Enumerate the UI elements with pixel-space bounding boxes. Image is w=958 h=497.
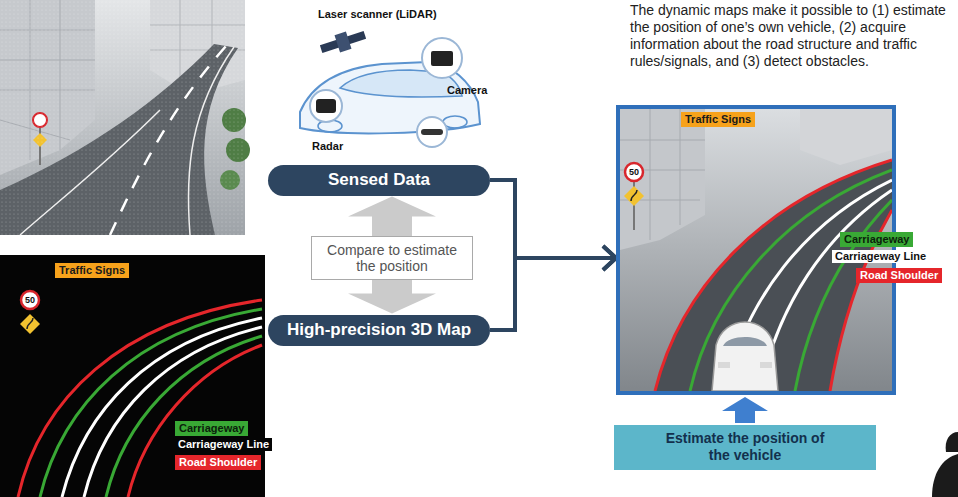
node-text: Traffic Signs [59, 264, 125, 277]
data-flow-arrow [490, 180, 616, 258]
node-text: Carriageway [844, 233, 909, 246]
speed-limit-number: 50 [625, 166, 643, 178]
road-shoulder-tag: Road Shoulder [856, 268, 942, 283]
data-flow-arrow [490, 258, 616, 330]
road-view-panel: Carriageway LineTraffic SignsCarriageway… [616, 105, 896, 395]
node-text: Road Shoulder [860, 269, 938, 282]
node-text: Traffic Signs [685, 113, 751, 126]
hd-map-panel: Carriageway LineTraffic SignsCarriageway… [0, 255, 265, 497]
compare-arrow [348, 197, 436, 237]
node-text: Sensed Data [328, 170, 430, 190]
traffic-sign-tag: Traffic Signs [681, 112, 755, 127]
line-label: Carriageway Line [175, 438, 272, 451]
sensor-label: Laser scanner (LiDAR) [318, 8, 437, 21]
lidar-photo [0, 0, 250, 235]
estimate-box: Estimate the position of the vehicle [614, 425, 876, 470]
sensed-data-pill: Sensed Data [268, 165, 490, 196]
hd-map-pill: High-precision 3D Map [268, 315, 490, 346]
sensor-label: Camera [447, 84, 487, 97]
carriageway-tag: Carriageway [840, 232, 913, 247]
node-text: Road Shoulder [179, 456, 257, 469]
sensor-label: Radar [312, 140, 343, 153]
compare-arrow [348, 280, 436, 314]
road-shoulder-tag: Road Shoulder [175, 455, 261, 470]
description-text: The dynamic maps make it possible to (1)… [630, 2, 952, 70]
traffic-sign-tag: Traffic Signs [55, 263, 129, 278]
position-arrow [722, 397, 768, 423]
compare-box: Compare to estimate the position [311, 236, 473, 280]
node-text: Estimate the position of the vehicle [658, 430, 833, 464]
node-text: Compare to estimate the position [317, 242, 467, 274]
node-text: Carriageway [179, 422, 244, 435]
person-silhouette [932, 454, 958, 497]
hd-map-graphic [0, 255, 265, 497]
carriageway-tag: Carriageway [175, 421, 248, 436]
line-label: Carriageway Line [832, 250, 929, 263]
speed-limit-number: 50 [21, 294, 39, 306]
node-text: High-precision 3D Map [287, 320, 471, 340]
